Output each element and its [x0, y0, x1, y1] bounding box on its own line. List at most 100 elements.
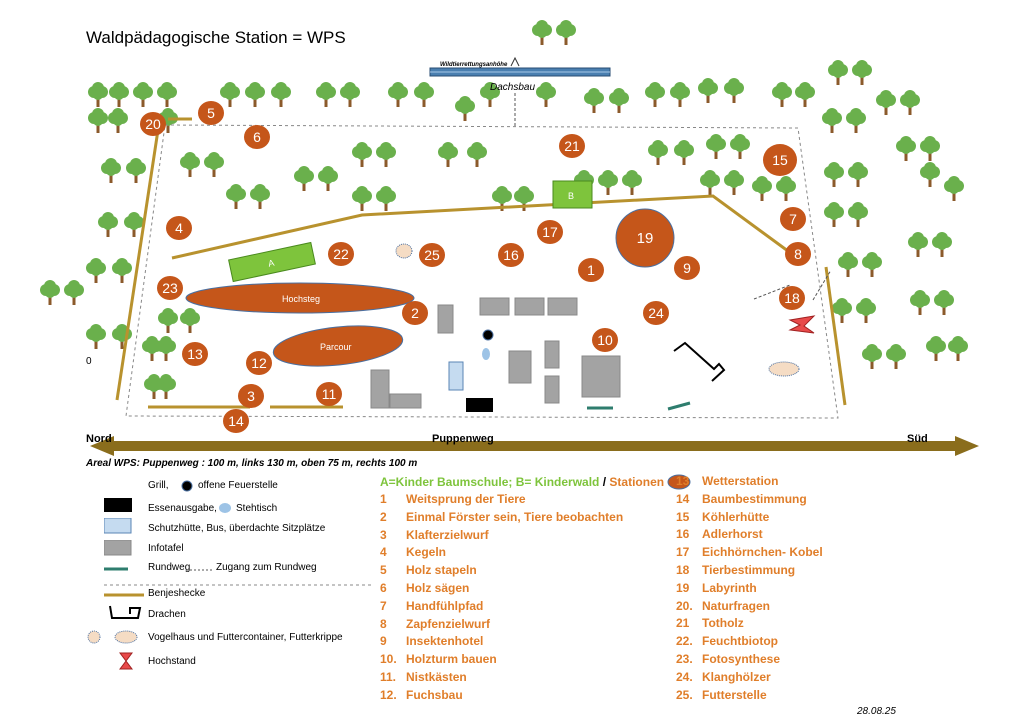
station-number: 18 [676, 562, 690, 577]
station-marker-label: 21 [564, 138, 580, 154]
tree-icon [900, 90, 920, 115]
tree-icon [492, 186, 512, 211]
stehtisch [482, 348, 490, 360]
station-marker-5 [198, 101, 224, 125]
tree-icon [856, 298, 876, 323]
tree-icon [226, 184, 246, 209]
station-marker-3 [238, 384, 264, 408]
station-marker-label: 11 [322, 386, 337, 402]
station-marker-label: 13 [187, 346, 203, 362]
tree-icon [944, 176, 964, 201]
station-marker-label: 19 [637, 230, 654, 247]
field-b: B [552, 180, 593, 209]
stations-header: A=Kinder Baumschule; B= Kinderwald / Sta… [380, 474, 700, 492]
tree-icon [926, 336, 946, 361]
tree-icon [376, 186, 396, 211]
tree-icon [862, 344, 882, 369]
tree-icon [795, 82, 815, 107]
benjeshecke-lines [115, 117, 847, 409]
station-name: Klafterzielwurf [406, 527, 489, 542]
parcour [272, 325, 404, 367]
legend-rundweg: Rundweg Zugang zum Rundweg [104, 562, 317, 573]
tree-icon [112, 324, 132, 349]
station-marker-1 [578, 258, 604, 282]
rundweg-segment [667, 401, 691, 411]
legend: Grill, offene Feuerstelle Essenausgabe, … [86, 478, 376, 688]
station-number: 25. [676, 687, 693, 702]
tree-icon [108, 108, 128, 133]
station-number: 7 [380, 598, 387, 613]
legend-essen: Essenausgabe, Stehtisch [86, 498, 376, 514]
station-marker-label: 9 [683, 260, 691, 276]
puppenweg-arrow [90, 436, 979, 456]
station-item: 7 Handfühlpfad [380, 599, 700, 617]
tree-icon [156, 336, 176, 361]
station-item: 24.Klanghölzer [676, 670, 856, 688]
feuerstelle [482, 329, 494, 341]
infotafeln [370, 297, 621, 409]
station-item: 5 Holz stapeln [380, 563, 700, 581]
tree-icon [156, 374, 176, 399]
tree-icon [180, 152, 200, 177]
station-number: 6 [380, 580, 387, 595]
legend-benjes: Benjeshecke [104, 584, 372, 599]
station-marker-18 [779, 286, 805, 310]
station-number: 3 [380, 527, 387, 542]
drachen-icon [109, 605, 142, 619]
legend-drachen: Drachen [86, 604, 376, 620]
tree-icon [86, 258, 106, 283]
nord-label: Nord [86, 433, 112, 445]
station-number: 9 [380, 634, 387, 649]
tree-icon [532, 20, 552, 45]
station-name: Holz stapeln [406, 563, 477, 578]
tree-icon [724, 78, 744, 103]
station-name: Feuchtbiotop [702, 634, 778, 649]
station-name: Nistkästen [406, 669, 467, 684]
labyrinth-circle [615, 208, 675, 268]
dachsbau-label: Dachsbau [490, 82, 535, 93]
tree-icon [86, 324, 106, 349]
tree-icon [896, 136, 916, 161]
station-name: Wetterstation [702, 474, 779, 488]
tree-icon [316, 82, 336, 107]
station-name: Handfühlpfad [406, 598, 484, 613]
station-marker-6 [244, 125, 270, 149]
station-marker-13 [182, 342, 208, 366]
station-marker-4 [166, 216, 192, 240]
tree-icon [822, 108, 842, 133]
station-marker-label: 6 [253, 129, 261, 145]
futtercontainer [768, 361, 800, 377]
station-name: Kegeln [406, 545, 447, 560]
tree-icon [467, 142, 487, 167]
tree-icon [126, 158, 146, 183]
tree-icon [932, 232, 952, 257]
tree-icon [776, 176, 796, 201]
tree-icon [934, 290, 954, 315]
svg-text:A: A [267, 258, 275, 269]
station-marker-label: 8 [794, 246, 802, 262]
station-marker-label: 22 [333, 246, 349, 262]
station-number: 20. [676, 598, 693, 613]
station-number: 21 [676, 616, 690, 631]
station-marker-label: 5 [207, 105, 215, 121]
station-number: 10. [380, 652, 397, 667]
station-number: 5 [380, 563, 387, 578]
station-marker-label: 24 [648, 305, 664, 321]
station-marker-9 [674, 256, 700, 280]
station-marker-label: 12 [251, 355, 267, 371]
station-marker-label: 16 [503, 247, 519, 263]
tree-icon [645, 82, 665, 107]
station-name: Eichhörnchen- Kobel [702, 545, 823, 560]
svg-text:Hochsteg: Hochsteg [282, 294, 320, 304]
station-marker-14 [223, 409, 249, 433]
station-number: 23. [676, 651, 693, 666]
tree-icon [700, 170, 720, 195]
trees-layer [40, 20, 968, 399]
station-marker-23 [157, 276, 183, 300]
vogelhaus [395, 243, 413, 259]
